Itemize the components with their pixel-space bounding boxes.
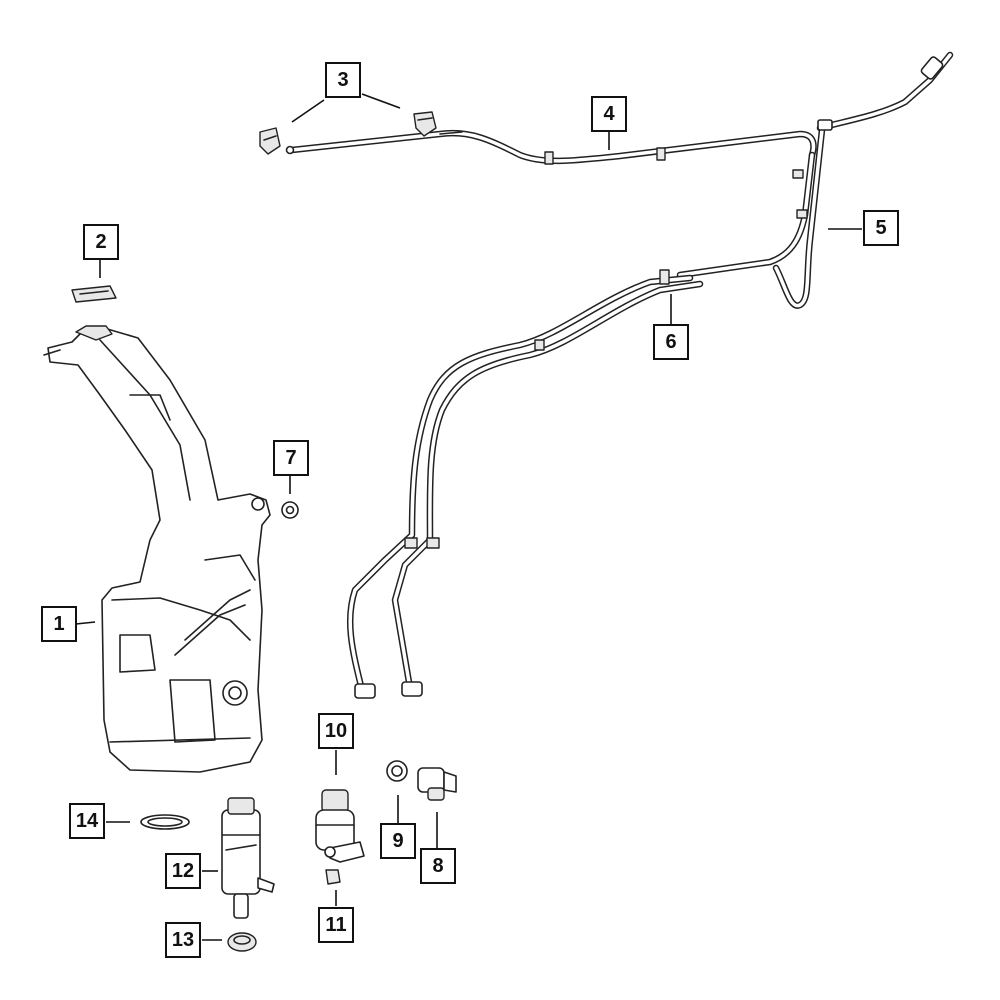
callout-1[interactable]: 1	[41, 606, 77, 642]
callout-13[interactable]: 13	[165, 922, 201, 958]
callout-7[interactable]: 7	[273, 440, 309, 476]
pump-grommet-drawing	[227, 932, 257, 952]
front-washer-pump-drawing	[221, 797, 275, 919]
callout-3[interactable]: 3	[325, 62, 361, 98]
callout-2[interactable]: 2	[83, 224, 119, 260]
callout-11[interactable]: 11	[318, 907, 354, 943]
reservoir-cap-drawing	[71, 285, 117, 303]
sensor-seal-drawing	[386, 760, 408, 782]
hose-assembly-drawing	[285, 51, 954, 699]
callout-10[interactable]: 10	[318, 713, 354, 749]
rear-washer-pump-drawing	[315, 789, 365, 863]
callout-8[interactable]: 8	[420, 848, 456, 884]
pump-seal-drawing	[140, 814, 190, 830]
callout-4[interactable]: 4	[591, 96, 627, 132]
grommet-drawing	[281, 501, 299, 519]
callout-9[interactable]: 9	[380, 823, 416, 859]
callout-12[interactable]: 12	[165, 853, 201, 889]
callout-5[interactable]: 5	[863, 210, 899, 246]
washer-nozzle-right	[413, 111, 437, 137]
level-sensor-drawing	[417, 767, 457, 801]
leader-lines	[75, 93, 862, 941]
washer-reservoir-drawing	[43, 325, 271, 773]
washer-nozzle-left	[259, 127, 281, 155]
pump-elbow-drawing	[325, 869, 341, 885]
callout-6[interactable]: 6	[653, 324, 689, 360]
callout-14[interactable]: 14	[69, 803, 105, 839]
